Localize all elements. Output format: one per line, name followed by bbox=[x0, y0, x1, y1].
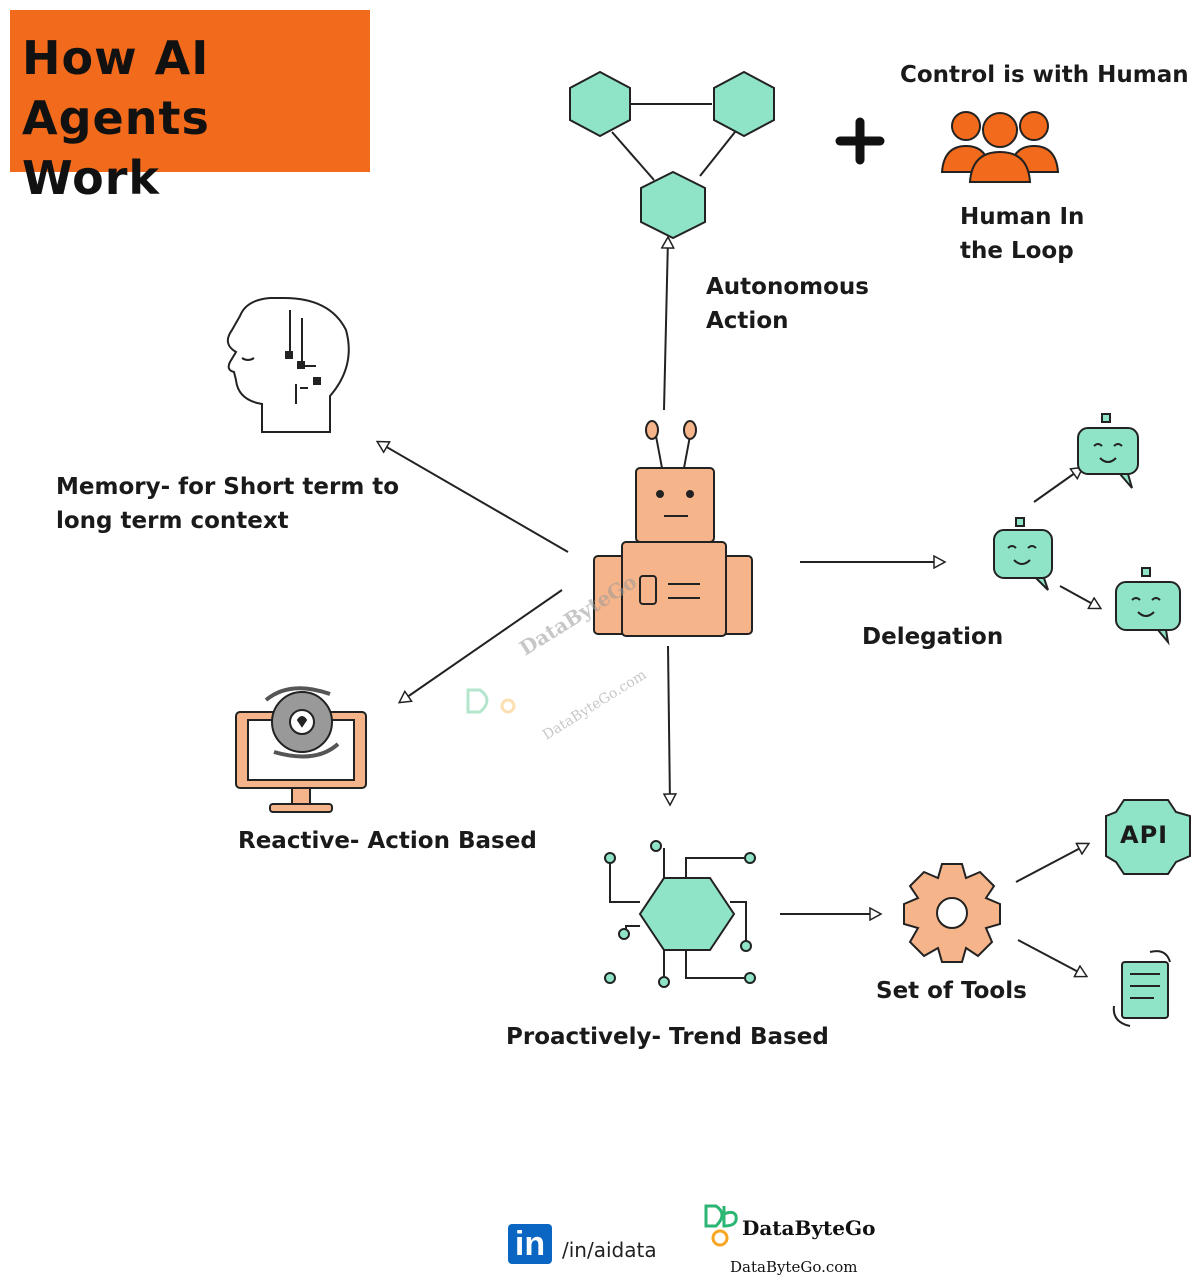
control-with-human-label: Control is with Human bbox=[900, 62, 1189, 88]
autonomous-network-icon bbox=[569, 70, 775, 240]
brain-head-icon bbox=[226, 297, 350, 433]
footer-brand: DataByteGo bbox=[742, 1216, 876, 1240]
title-line-1: How AI bbox=[22, 31, 210, 85]
memory-label: Memory- for Short term to long term cont… bbox=[56, 470, 399, 538]
monitor-gear-icon bbox=[235, 686, 367, 813]
api-badge-icon bbox=[1105, 799, 1191, 875]
autonomous-action-line-1: Autonomous bbox=[706, 274, 869, 300]
chip-hexagon-icon bbox=[604, 840, 756, 988]
watermark-logo-icon bbox=[466, 688, 516, 714]
title-box: How AI Agents Work bbox=[10, 10, 370, 205]
api-label: API bbox=[1120, 821, 1169, 849]
reactive-label: Reactive- Action Based bbox=[238, 828, 537, 854]
tools-label: Set of Tools bbox=[876, 978, 1027, 1004]
delegation-bot-main-icon bbox=[993, 517, 1053, 591]
memory-line-2: long term context bbox=[56, 508, 289, 534]
autonomous-action-label: Autonomous Action bbox=[706, 270, 869, 338]
human-in-loop-line-1: Human In bbox=[960, 204, 1085, 230]
linkedin-handle[interactable]: /in/aidata bbox=[562, 1238, 657, 1262]
ai-agent-robot-icon bbox=[593, 420, 753, 637]
title-line-2: Agents Work bbox=[22, 91, 210, 205]
human-in-loop-line-2: the Loop bbox=[960, 238, 1074, 264]
tools-gear-icon bbox=[903, 863, 1001, 963]
proactive-label: Proactively- Trend Based bbox=[506, 1024, 829, 1050]
delegation-bot-top-icon bbox=[1077, 413, 1139, 489]
document-sync-icon bbox=[1112, 950, 1171, 1027]
linkedin-icon[interactable]: in bbox=[508, 1224, 552, 1264]
people-icon bbox=[940, 111, 1060, 183]
footer-url[interactable]: DataByteGo.com bbox=[730, 1258, 858, 1276]
human-in-loop-label: Human In the Loop bbox=[960, 200, 1084, 268]
databytego-logo-icon bbox=[704, 1204, 738, 1247]
delegation-bot-bottom-icon bbox=[1115, 567, 1181, 646]
delegation-label: Delegation bbox=[862, 624, 1004, 650]
memory-line-1: Memory- for Short term to bbox=[56, 474, 400, 500]
autonomous-action-line-2: Action bbox=[706, 308, 789, 334]
connector-arrows bbox=[378, 238, 1100, 976]
plus-icon bbox=[835, 117, 885, 165]
